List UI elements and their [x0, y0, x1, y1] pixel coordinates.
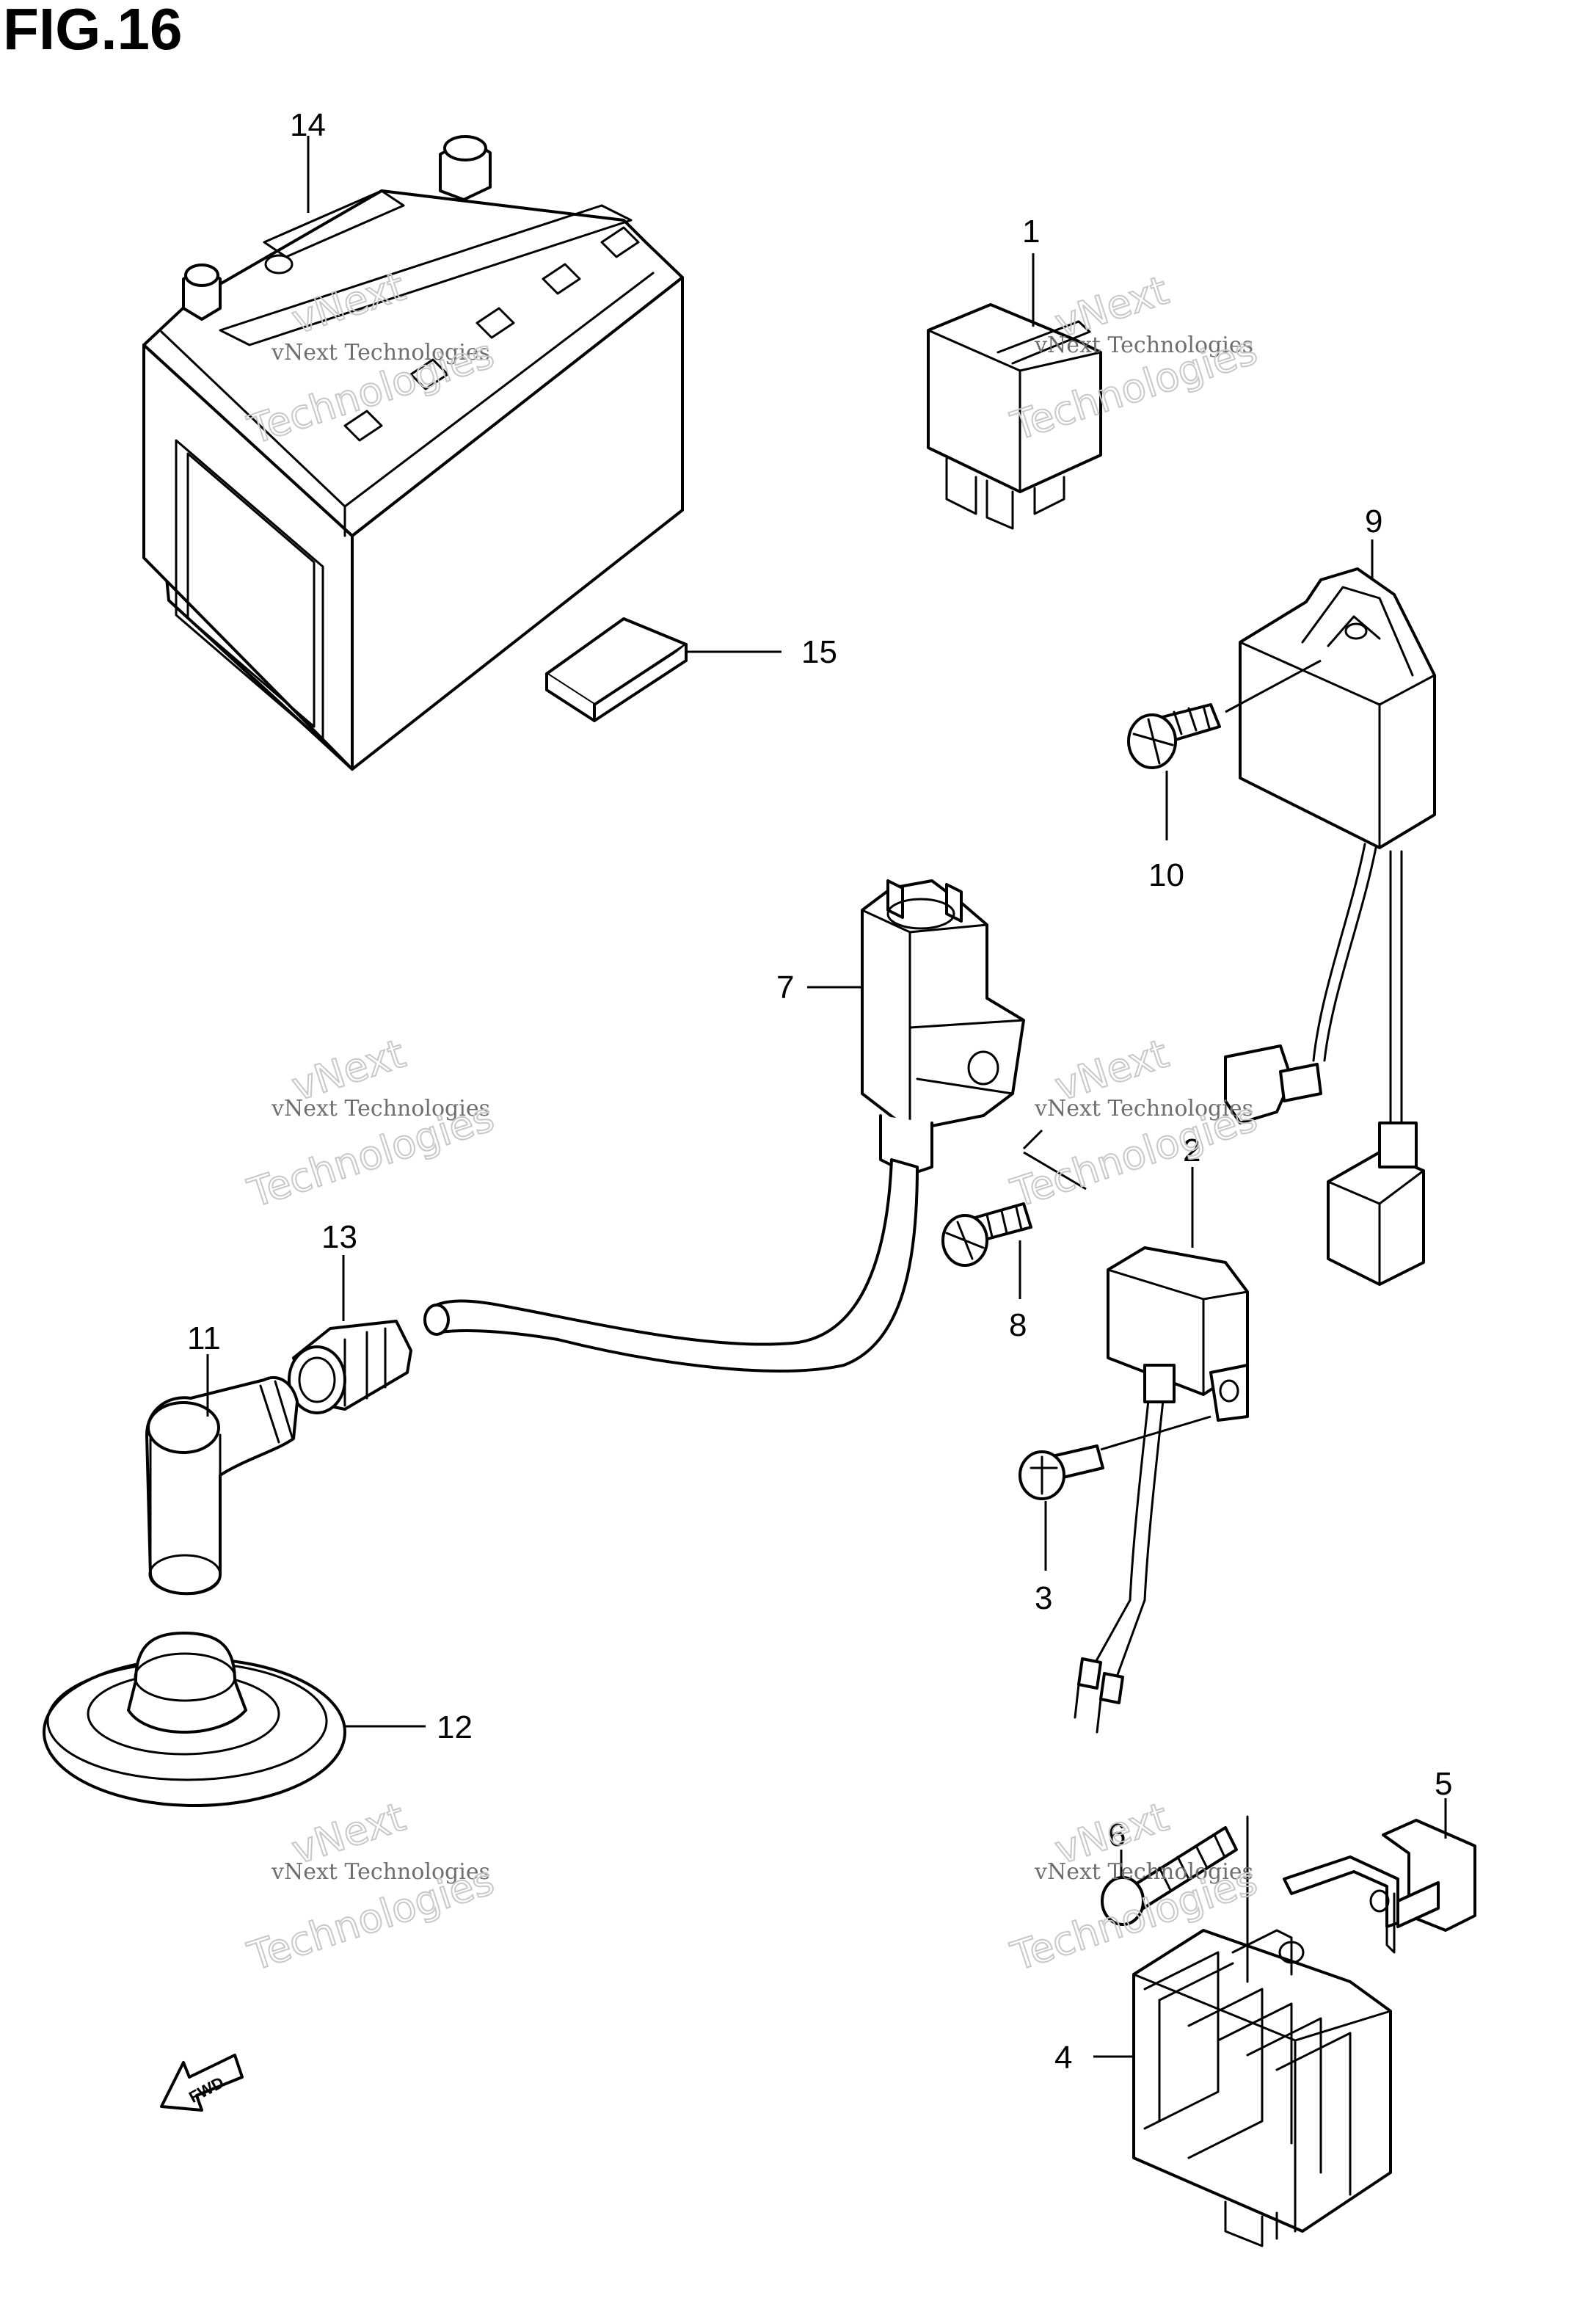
battery-pad [545, 617, 688, 722]
watermark-bottom-right-line2: vNext Technologies [1034, 1859, 1253, 1885]
watermark-top-right-line2: vNext Technologies [1034, 332, 1253, 358]
screw-8 [941, 1202, 1032, 1267]
callout-6: 6 [1108, 1817, 1126, 1853]
fwd-arrow: FWD [160, 2054, 244, 2112]
watermark-bottom-left: vNext vNext Technologies Technologies [241, 1793, 500, 1981]
battery [142, 135, 684, 771]
callout-15: 15 [801, 634, 837, 670]
callout-14: 14 [290, 107, 326, 143]
resistor-cap [288, 1320, 412, 1414]
callout-2: 2 [1183, 1133, 1200, 1168]
callouts: 14 15 1 9 10 7 8 2 3 13 11 12 5 6 4 [187, 107, 1452, 2076]
callout-3: 3 [1035, 1580, 1052, 1616]
watermark-mid-right-line2: vNext Technologies [1034, 1096, 1253, 1122]
callout-13: 13 [321, 1219, 357, 1255]
bolt-6 [1101, 1826, 1238, 1926]
callout-1: 1 [1022, 214, 1040, 250]
cdi-unit [1224, 567, 1436, 1286]
callout-7: 7 [776, 970, 794, 1006]
callout-10: 10 [1148, 857, 1184, 893]
watermark-top-left-line2: vNext Technologies [271, 340, 490, 366]
watermark-bottom-left-line2: vNext Technologies [271, 1859, 490, 1885]
watermark-mid-left-line2: vNext Technologies [271, 1096, 490, 1122]
ignition-coil [423, 879, 1025, 1373]
figure-title: FIG.16 [3, 0, 183, 62]
callout-5: 5 [1435, 1766, 1452, 1802]
spark-plug-cap [145, 1375, 299, 1596]
callout-12: 12 [437, 1709, 473, 1745]
callout-9: 9 [1365, 504, 1382, 539]
bracket [1283, 1819, 1476, 1954]
screw-10 [1127, 703, 1221, 769]
regulator-rectifier [1132, 1815, 1392, 2247]
callout-11: 11 [187, 1320, 221, 1356]
grommet [43, 1632, 346, 1807]
leader-lines [206, 136, 1447, 2058]
signal-relay [1074, 1246, 1249, 1734]
relay [927, 303, 1102, 530]
watermark-mid-right: vNext vNext Technologies Technologies [1005, 1030, 1263, 1218]
watermark-mid-left: vNext vNext Technologies Technologies [241, 1030, 500, 1218]
callout-4: 4 [1054, 2040, 1072, 2076]
screw-3 [1019, 1444, 1104, 1500]
callout-8: 8 [1009, 1307, 1027, 1343]
